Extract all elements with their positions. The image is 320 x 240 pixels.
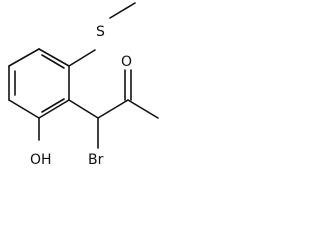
atom-labels: S O OH Br [30, 24, 132, 168]
ring-double-bond-2 [41, 54, 65, 69]
substituent-bonds [38, 2, 159, 149]
sulfur-label: S [96, 24, 105, 40]
carbonyl-to-methyl-bond [127, 99, 159, 119]
ring-to-alpha-carbon-bond [68, 99, 99, 119]
alpha-carbon-to-carbonyl-bond [97, 99, 129, 119]
structure-diagram: S O OH Br [0, 0, 182, 172]
hydroxyl-label: OH [30, 152, 52, 168]
bromine-label: Br [88, 152, 104, 168]
ketone-oxygen-label: O [121, 54, 132, 70]
ring-bond-6 [8, 48, 40, 67]
ring-to-sulfur-bond [68, 49, 96, 67]
molecule-svg: S O OH Br [8, 2, 159, 168]
ring-double-bond-3 [41, 98, 65, 113]
ring-bond-3 [38, 99, 70, 119]
benzene-ring [8, 48, 70, 119]
ring-bond-4 [8, 99, 40, 119]
ring-bond-1 [38, 48, 70, 67]
sulfur-to-methyl-bond [109, 2, 136, 19]
